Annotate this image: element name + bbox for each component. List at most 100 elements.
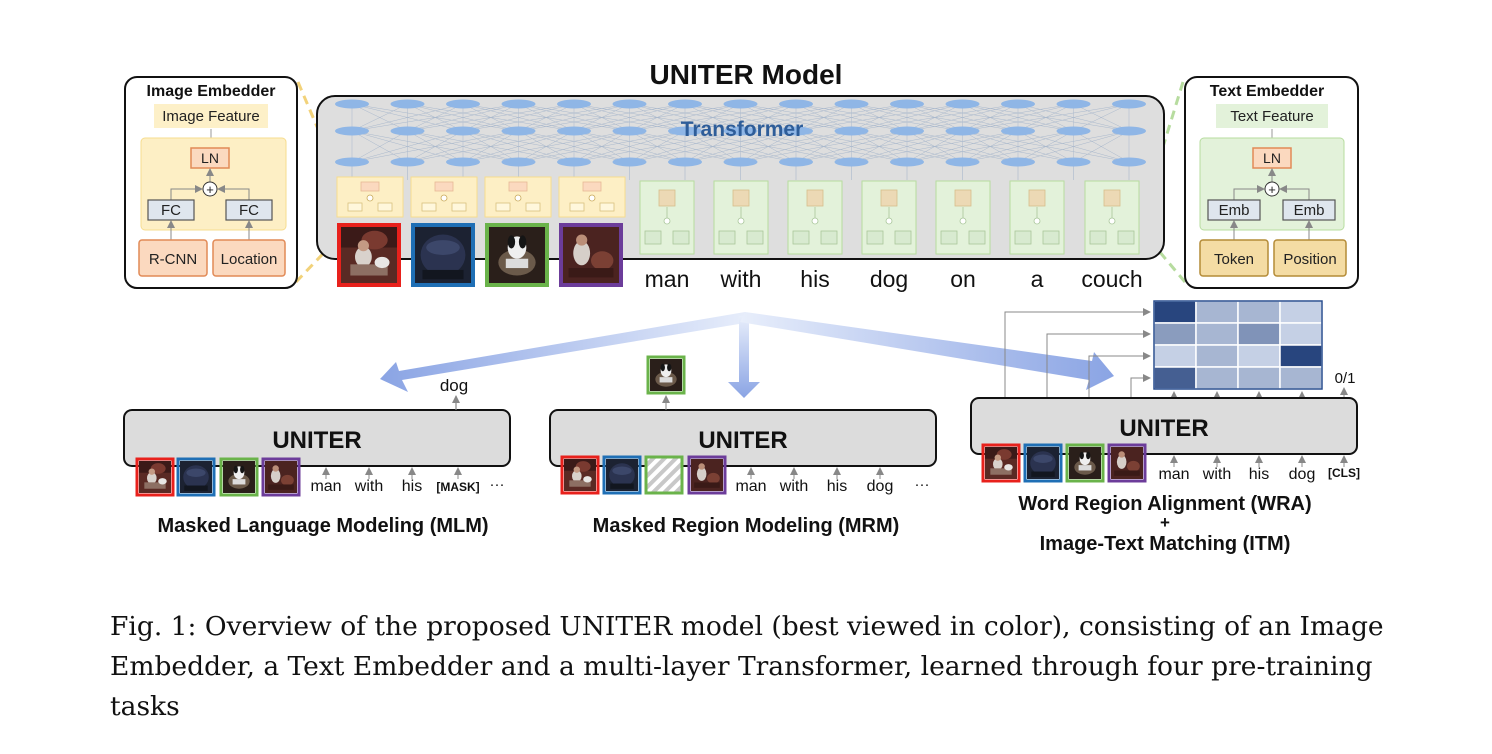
region-thumb-purple [559,223,623,287]
transformer-edge [351,103,408,132]
transformer-node [446,99,480,109]
image-embedding-fc [451,202,467,212]
text-embedding-emb [672,230,690,245]
caption-prefix: Fig. 1: [110,611,197,642]
arrow-to-mlm [380,312,751,392]
transformer-node [1056,157,1091,167]
transformer-node [1112,126,1146,136]
transformer-edge [851,103,1019,132]
image-embedding-fc [421,202,437,212]
text-embedding-plus [1033,217,1041,225]
caption-text: Overview of the proposed UNITER model (b… [110,611,1384,722]
image-feature-label: Image Feature [162,108,260,125]
region-thumb-blue [411,223,475,287]
transformer-node [668,126,702,136]
transformer-node [1001,126,1035,136]
alignment-cell [1153,344,1197,368]
image-embedding-fc [599,202,615,212]
alignment-cell [1195,300,1239,324]
image-fc-label: FC [239,202,259,219]
wra-token: his [1249,466,1269,483]
transformer-node [390,157,425,167]
transformer-node [834,157,869,167]
transformer-edge [740,130,852,163]
region-thumbnails [337,223,623,287]
image-embedding-fc [377,202,393,212]
transformer-node [945,126,980,136]
transformer-node [557,99,591,109]
transformer-edge [740,103,852,132]
mlm-uniter-box [123,409,511,467]
figure-title: UNITER Model [650,59,843,90]
transformer-edge [573,130,741,163]
wra-task-label: Word Region Alignment (WRA) [1018,493,1311,515]
rcnn-label: R-CNN [149,251,197,268]
transformer-edge [851,130,963,163]
transformer-edge [518,103,686,132]
alignment-matrix [1153,300,1323,390]
mrm-masked-region [644,455,684,495]
transformer-edge [462,103,575,132]
transformer-node [612,126,647,136]
transformer-edge [462,130,575,163]
wra-itm-task: 0/1 UNITER man with his dog [CLS] Word R… [970,300,1360,555]
transformer-edge [962,130,1130,163]
image-embedding-plus [440,194,448,202]
mlm-token: man [310,478,341,495]
text-embedding-ln [732,189,750,207]
text-emb-label: Emb [1219,202,1250,219]
image-fc-label: FC [161,202,181,219]
transformer-node [779,99,813,109]
transformer-node [390,126,425,136]
alignment-cell [1153,300,1197,324]
transformer-node [890,99,924,109]
region-thumb-green [485,223,549,287]
image-plus-label: + [206,182,214,197]
transformer-edge [795,103,963,132]
text-embedding-emb [1042,230,1060,245]
transformer-node [779,157,813,167]
transformer-edge [629,103,797,132]
mrm-token: dog [867,478,894,495]
text-embedding-plus [885,217,893,225]
text-embedding-ln [954,189,972,207]
transformer-edge [462,130,630,163]
alignment-cell [1279,366,1323,390]
transformer-node [446,126,480,136]
transformer-edge [906,130,1019,163]
transformer-node [945,99,980,109]
input-token: man [645,266,690,292]
transformer-edge [906,103,1074,132]
mrm-ellipsis: ··· [915,476,930,493]
transformer-node [557,157,591,167]
text-embedding-ln [806,189,824,207]
mlm-token: with [354,478,383,495]
text-embedding-emb [792,230,810,245]
alignment-cell [1195,366,1239,390]
transformer-edge [795,103,908,132]
text-emb-label: Emb [1294,202,1325,219]
wra-token: with [1202,466,1231,483]
uniter-diagram: UNITER Model Transformer man with his do… [123,59,1360,555]
input-token: couch [1081,266,1142,292]
transformer-node [1001,99,1035,109]
text-plus-label: + [1268,182,1276,197]
transformer-nodes [335,99,1146,167]
transformer-edge [351,103,464,132]
text-embedding-emb [820,230,838,245]
image-embedder-panel: Image Embedder Image Feature LN + FC FC … [124,76,298,289]
alignment-matrix-border [1153,300,1323,390]
wra-uniter-box [970,397,1358,455]
image-embedding-plus [588,194,596,202]
transformer-node [612,99,647,109]
image-embedder-title: Image Embedder [147,83,276,100]
mlm-uniter-label: UNITER [272,427,361,454]
transformer-node [557,126,591,136]
transformer-node [335,157,369,167]
transformer-edge [684,130,797,163]
image-embedding-ln [434,181,454,192]
text-embedding-emb [866,230,884,245]
transformer-node [501,157,536,167]
text-embedding-emb [644,230,662,245]
transformer-edge [962,130,1074,163]
